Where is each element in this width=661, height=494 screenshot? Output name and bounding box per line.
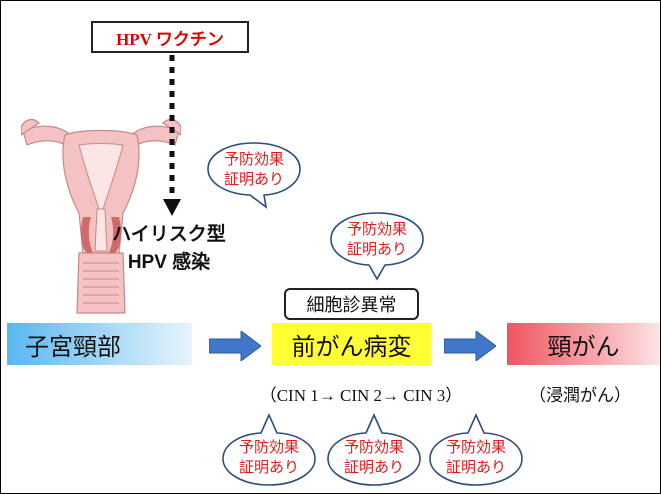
invasive-label: （浸潤がん） xyxy=(529,386,631,405)
speech-bubble-icon xyxy=(327,413,421,486)
bubble-line2: 証明あり xyxy=(238,459,299,476)
infection-label: ハイリスク型 HPV 感染 xyxy=(101,221,237,277)
stage-cancer-label: 頸がん xyxy=(547,333,620,361)
stage-cervix: 子宮頸部 xyxy=(7,323,192,365)
vaccine-box: HPV ワクチン xyxy=(91,21,249,53)
cytology-box: 細胞診異常 xyxy=(284,288,419,320)
bubble-line1: 予防効果 xyxy=(346,221,407,238)
infection-line2: HPV 感染 xyxy=(127,252,211,273)
vaccine-label: HPV ワクチン xyxy=(116,29,224,49)
bubble-line1: 予防効果 xyxy=(343,439,404,456)
speech-bubble-icon xyxy=(429,413,523,486)
infection-line1: ハイリスク型 xyxy=(112,224,226,245)
speech-bubble: 予防効果 証明あり xyxy=(206,141,302,209)
dotted-arrow-icon xyxy=(163,55,181,216)
uterus-illustration xyxy=(21,118,181,314)
bubble-line1: 予防効果 xyxy=(445,439,506,456)
speech-bubble: 予防効果 証明あり xyxy=(329,211,425,281)
stage-precancer-label: 前がん病変 xyxy=(291,333,412,361)
cin-label: （CIN 1→ CIN 2→ CIN 3） xyxy=(259,386,463,405)
speech-bubble-icon xyxy=(330,212,424,281)
bubble-line2: 証明あり xyxy=(346,241,407,258)
speech-bubble-icon xyxy=(222,413,316,486)
speech-bubble: 予防効果 証明あり xyxy=(326,411,422,487)
bubble-line2: 証明あり xyxy=(223,171,284,188)
cytology-label: 細胞診異常 xyxy=(306,295,397,315)
speech-bubble: 予防効果 証明あり xyxy=(428,411,524,487)
stage-cervix-label: 子宮頸部 xyxy=(25,333,121,361)
stage-precancer: 前がん病変 xyxy=(272,323,431,365)
bubble-line1: 予防効果 xyxy=(238,439,299,456)
bubble-line1: 予防効果 xyxy=(223,151,284,168)
bubble-line2: 証明あり xyxy=(445,459,506,476)
right-arrow-icon xyxy=(209,331,261,361)
stage-cancer: 頸がん xyxy=(507,323,660,365)
speech-bubble-icon xyxy=(207,142,301,209)
bubble-line2: 証明あり xyxy=(343,459,404,476)
right-arrow-icon xyxy=(444,331,496,361)
speech-bubble: 予防効果 証明あり xyxy=(221,411,317,487)
